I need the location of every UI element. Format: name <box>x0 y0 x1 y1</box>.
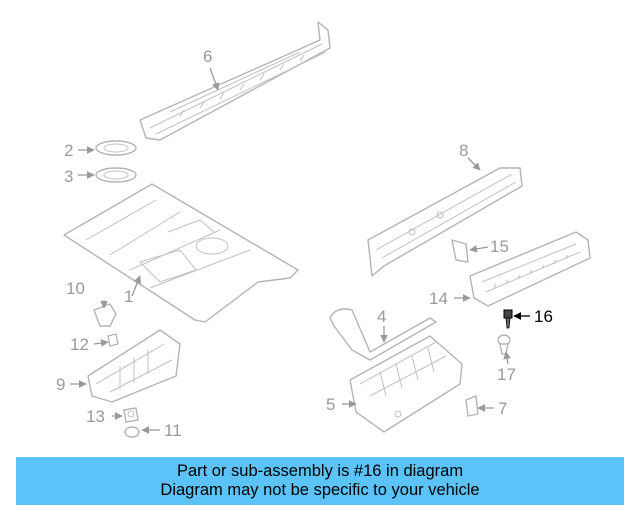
callout-9: 9 <box>56 375 65 394</box>
callout-16: 16 <box>534 307 553 326</box>
part-2-grommet <box>95 140 137 156</box>
callout-10: 10 <box>66 279 85 298</box>
callout-8: 8 <box>459 141 468 160</box>
part-4-seal <box>329 308 437 361</box>
part-6-rocker-rail <box>139 21 331 141</box>
part-12-plug <box>107 333 119 347</box>
callout-15: 15 <box>490 237 509 256</box>
callout-5: 5 <box>326 395 335 414</box>
callout-6: 6 <box>203 47 212 66</box>
part-13-bolt <box>123 407 139 423</box>
part-7-clip <box>465 395 479 417</box>
leader-lines <box>70 67 530 434</box>
part-5-side-step <box>349 335 463 433</box>
callout-13: 13 <box>86 407 105 426</box>
part-10-clip <box>93 303 117 327</box>
callout-11: 11 <box>164 421 182 440</box>
part-9-step-well <box>87 329 181 403</box>
part-3-grommet <box>95 167 137 183</box>
banner-line-part-number: Part or sub-assembly is #16 in diagram <box>176 462 464 480</box>
callout-14: 14 <box>429 289 448 308</box>
part-16-screw <box>503 309 513 329</box>
callout-labels: 6 2 3 8 15 10 1 14 16 4 12 17 9 5 7 13 1… <box>56 47 553 440</box>
callout-17: 17 <box>497 365 516 384</box>
callout-12: 12 <box>70 335 89 354</box>
part-17-grommet <box>497 334 511 355</box>
callout-1: 1 <box>124 287 133 306</box>
callout-3: 3 <box>64 167 73 186</box>
part-8-rear-rail <box>367 167 523 277</box>
callout-4: 4 <box>377 307 386 326</box>
part-1-floor-pan <box>63 183 299 323</box>
part-14-rear-step <box>469 231 591 307</box>
parts-diagram: 6 2 3 8 15 10 1 14 16 4 12 17 9 5 7 13 1… <box>56 21 591 440</box>
info-banner: Part or sub-assembly is #16 in diagram D… <box>16 457 624 505</box>
part-11-nut <box>124 426 140 438</box>
banner-line-disclaimer: Diagram may not be specific to your vehi… <box>160 481 480 499</box>
part-15-bracket <box>451 239 469 263</box>
callout-2: 2 <box>64 141 73 160</box>
callout-7: 7 <box>498 399 507 418</box>
